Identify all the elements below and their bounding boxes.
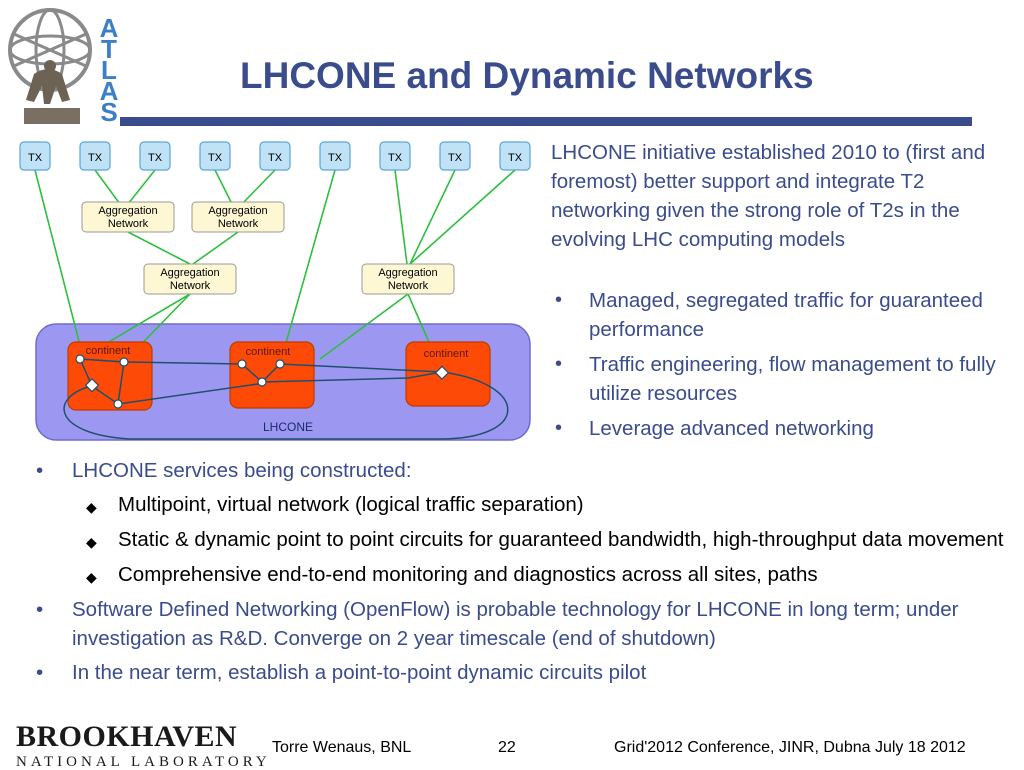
svg-text:Aggregation: Aggregation bbox=[208, 205, 267, 217]
list-item: Comprehensive end-to-end monitoring and … bbox=[36, 560, 1011, 592]
sub-bullet-list: Multipoint, virtual network (logical tra… bbox=[36, 490, 1011, 592]
lhcone-diagram: LHCONE TX TX TX TX TX TX TX TX TX Aggreg… bbox=[19, 141, 531, 441]
continent-box: continent bbox=[405, 341, 491, 407]
tx-box: TX bbox=[79, 141, 111, 171]
list-item: In the near term, establish a point-to-p… bbox=[36, 658, 1011, 687]
title-rule bbox=[120, 117, 972, 126]
svg-text:Network: Network bbox=[108, 218, 149, 230]
svg-text:continent: continent bbox=[86, 345, 131, 357]
right-bullet-list: Managed, segregated traffic for guarante… bbox=[551, 286, 1011, 449]
network-nodes bbox=[75, 354, 450, 409]
footer-event: Grid'2012 Conference, JINR, Dubna July 1… bbox=[614, 739, 966, 756]
list-item: Traffic engineering, flow management to … bbox=[551, 350, 1011, 408]
tx-box: TX bbox=[259, 141, 291, 171]
atlas-wordmark: A T L A S bbox=[99, 13, 119, 127]
list-item: Managed, segregated traffic for guarante… bbox=[551, 286, 1011, 344]
svg-text:Aggregation: Aggregation bbox=[98, 205, 157, 217]
svg-text:TX: TX bbox=[88, 152, 103, 164]
main-bullet-list: LHCONE services being constructed: Multi… bbox=[36, 456, 1011, 692]
svg-text:Network: Network bbox=[218, 218, 259, 230]
tx-box: TX bbox=[139, 141, 171, 171]
list-item: Software Defined Networking (OpenFlow) i… bbox=[36, 595, 1011, 653]
tx-box: TX bbox=[199, 141, 231, 171]
lhcone-label: LHCONE bbox=[263, 420, 313, 434]
intro-text: LHCONE initiative established 2010 to (f… bbox=[551, 141, 986, 251]
aggregation-box: Aggregation Network bbox=[81, 201, 175, 233]
svg-text:Network: Network bbox=[170, 280, 211, 292]
slide-title: LHCONE and Dynamic Networks bbox=[240, 55, 814, 96]
list-item: Leverage advanced networking bbox=[551, 414, 1011, 443]
svg-text:TX: TX bbox=[388, 152, 403, 164]
svg-text:TX: TX bbox=[448, 152, 463, 164]
aggregation-box: Aggregation Network bbox=[143, 263, 237, 295]
list-item: Multipoint, virtual network (logical tra… bbox=[36, 490, 1011, 522]
atlas-logo bbox=[4, 4, 124, 130]
svg-text:TX: TX bbox=[508, 152, 523, 164]
brookhaven-logo: BROOKHAVEN NATIONAL LABORATORY bbox=[16, 720, 271, 770]
continent-box: continent bbox=[67, 341, 153, 411]
svg-text:TX: TX bbox=[148, 152, 163, 164]
continent-box: continent bbox=[229, 341, 315, 409]
svg-text:continent: continent bbox=[424, 348, 469, 360]
tx-row: TX TX TX TX TX TX TX TX TX bbox=[19, 141, 531, 171]
aggregation-box: Aggregation Network bbox=[361, 263, 455, 295]
svg-text:Aggregation: Aggregation bbox=[160, 267, 219, 279]
tx-box: TX bbox=[379, 141, 411, 171]
atlas-figure-icon bbox=[8, 8, 92, 124]
list-item: Static & dynamic point to point circuits… bbox=[36, 525, 1011, 557]
blue-links bbox=[63, 358, 509, 440]
svg-text:TX: TX bbox=[268, 152, 283, 164]
svg-text:continent: continent bbox=[246, 346, 291, 358]
svg-text:TX: TX bbox=[208, 152, 223, 164]
aggregation-box: Aggregation Network bbox=[191, 201, 285, 233]
page-number: 22 bbox=[498, 739, 516, 756]
tx-box: TX bbox=[19, 141, 51, 171]
svg-text:TX: TX bbox=[28, 152, 43, 164]
svg-text:Network: Network bbox=[388, 280, 429, 292]
tx-box: TX bbox=[499, 141, 531, 171]
list-item: LHCONE services being constructed: Multi… bbox=[36, 456, 1011, 592]
tx-box: TX bbox=[439, 141, 471, 171]
tx-box: TX bbox=[319, 141, 351, 171]
green-links bbox=[34, 169, 516, 393]
svg-text:Aggregation: Aggregation bbox=[378, 267, 437, 279]
svg-text:TX: TX bbox=[328, 152, 343, 164]
footer-author: Torre Wenaus, BNL bbox=[272, 739, 412, 756]
